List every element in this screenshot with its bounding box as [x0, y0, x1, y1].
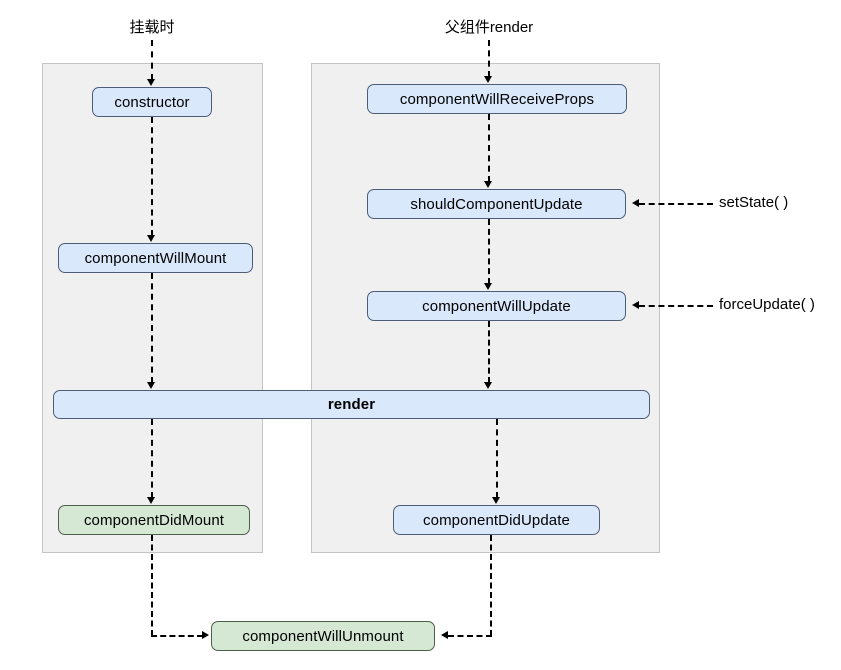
arrowhead-setstate-to-shouldupdate — [632, 199, 639, 207]
connector-entry-to-constructor — [151, 40, 153, 80]
node-component-did-mount[interactable]: componentDidMount — [58, 505, 250, 535]
arrowhead-willreceiveprops-to-shouldupdate — [484, 181, 492, 188]
connector-constructor-to-willmount — [151, 117, 153, 236]
node-component-did-update[interactable]: componentDidUpdate — [393, 505, 600, 535]
trigger-label-forceupdate: forceUpdate( ) — [719, 296, 815, 313]
connector-setstate-to-shouldupdate — [639, 203, 713, 205]
connector-didupdate-to-unmount-horizontal — [448, 635, 492, 637]
arrowhead-forceupdate-to-willupdate — [632, 301, 639, 309]
arrowhead-constructor-to-willmount — [147, 235, 155, 242]
connector-willreceiveprops-to-shouldupdate — [488, 114, 490, 182]
node-constructor[interactable]: constructor — [92, 87, 212, 117]
arrowhead-willupdate-to-render — [484, 382, 492, 389]
arrowhead-render-to-didupdate — [492, 497, 500, 504]
trigger-label-setstate: setState( ) — [719, 194, 789, 211]
arrowhead-shouldupdate-to-willupdate — [484, 283, 492, 290]
connector-entry-to-willreceiveprops — [488, 40, 490, 77]
arrowhead-render-to-didmount — [147, 497, 155, 504]
connector-didmount-to-unmount-horizontal — [151, 635, 203, 637]
mounting-entry-label: 挂载时 — [129, 19, 175, 36]
connector-willupdate-to-render — [488, 321, 490, 383]
arrowhead-didupdate-to-unmount — [441, 631, 448, 639]
connector-didupdate-to-unmount-vertical — [490, 535, 492, 636]
arrowhead-didmount-to-unmount — [202, 631, 209, 639]
node-component-will-mount[interactable]: componentWillMount — [58, 243, 253, 273]
arrowhead-willmount-to-render — [147, 382, 155, 389]
connector-willmount-to-render — [151, 273, 153, 383]
node-component-will-unmount[interactable]: componentWillUnmount — [211, 621, 435, 651]
connector-didmount-to-unmount-vertical — [151, 535, 153, 636]
arrowhead-entry-to-constructor — [147, 79, 155, 86]
arrowhead-entry-to-willreceiveprops — [484, 76, 492, 83]
node-component-will-receive-props[interactable]: componentWillReceiveProps — [367, 84, 627, 114]
connector-forceupdate-to-willupdate — [639, 305, 713, 307]
connector-render-to-didupdate — [496, 419, 498, 498]
node-component-will-update[interactable]: componentWillUpdate — [367, 291, 626, 321]
connector-render-to-didmount — [151, 419, 153, 498]
updating-entry-label: 父组件render — [444, 19, 534, 36]
node-render[interactable]: render — [53, 390, 650, 419]
node-should-component-update[interactable]: shouldComponentUpdate — [367, 189, 626, 219]
connector-shouldupdate-to-willupdate — [488, 219, 490, 284]
